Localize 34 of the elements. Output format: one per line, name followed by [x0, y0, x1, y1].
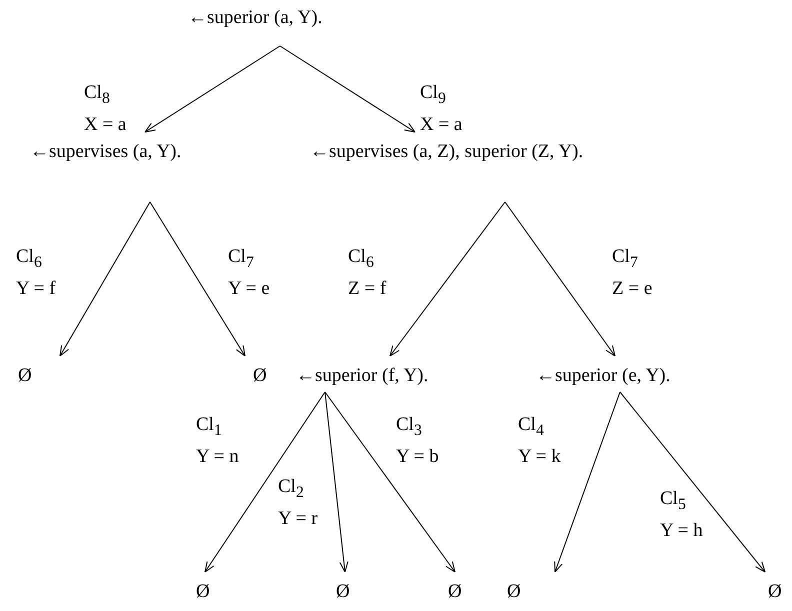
arrow — [144, 46, 280, 132]
goal-text: Ø — [18, 362, 32, 390]
edge-label: Cl$_{4}$ Y = k — [518, 413, 561, 469]
edge-label: Cl$_{6}$ Y = f — [16, 245, 56, 301]
arrow — [390, 202, 506, 356]
edge-label: Cl$_{8}$ X = a — [84, 81, 126, 137]
arrow — [324, 392, 348, 572]
goal-text: ←superior (a, Y). — [188, 4, 322, 32]
arrow — [60, 202, 150, 356]
arrow — [280, 46, 416, 132]
goal-text: ←superior (e, Y). — [536, 362, 670, 390]
goal-text: Ø — [196, 578, 210, 606]
edge-label: Cl$_{3}$ Y = b — [396, 413, 439, 469]
goal-text: Ø — [507, 578, 521, 606]
edge-label: Cl$_{7}$ Z = e — [612, 245, 652, 301]
arrow — [620, 392, 766, 572]
edge-label: Cl$_{1}$ Y = n — [196, 413, 239, 469]
edge-label: Cl$_{9}$ X = a — [420, 81, 462, 137]
edge-label: Cl$_{7}$ Y = e — [228, 245, 270, 301]
arrow — [204, 392, 326, 572]
arrow — [504, 202, 616, 356]
arrow — [554, 392, 620, 572]
goal-text: Ø — [253, 362, 267, 390]
goal-text: Ø — [768, 578, 782, 606]
goal-text: ←supervises (a, Y). — [30, 138, 182, 166]
goal-text: ←supervises (a, Z), superior (Z, Y). — [310, 138, 584, 166]
edge-label: Cl$_{5}$ Y = h — [660, 487, 703, 543]
arrow — [150, 202, 246, 356]
goal-text: ←superior (f, Y). — [296, 362, 428, 390]
edge-label: Cl$_{2}$ Y = r — [278, 475, 318, 531]
arrow — [324, 392, 456, 572]
edge-label: Cl$_{6}$ Z = f — [348, 245, 386, 301]
goal-text: Ø — [448, 578, 462, 606]
goal-text: Ø — [336, 578, 350, 606]
